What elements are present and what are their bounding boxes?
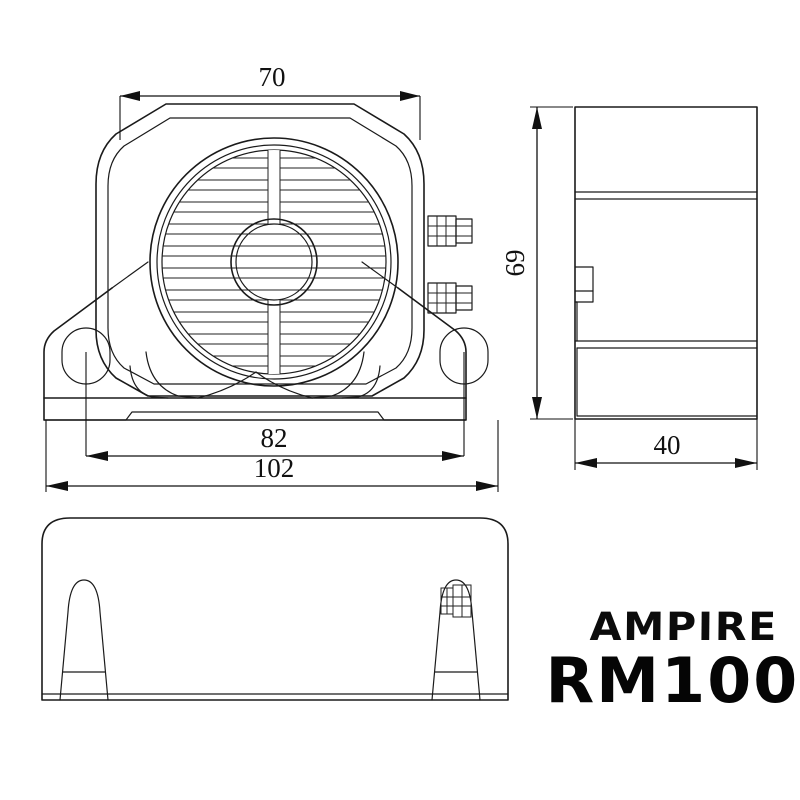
dimension-depth-40: 40 xyxy=(574,419,758,470)
front-view xyxy=(43,103,489,456)
front-view-housing-inner-rim xyxy=(107,117,413,385)
front-view-terminal-post-upper xyxy=(427,215,473,247)
side-view-flange-notch xyxy=(574,266,594,342)
model-name: RM100 xyxy=(545,644,800,718)
dimension-width-82: 82 xyxy=(86,423,464,461)
front-view-grille-center-rib xyxy=(267,150,281,374)
front-view-left-foot xyxy=(43,261,149,399)
front-view-shoulder-fillets xyxy=(129,351,381,399)
dimension-label-82: 82 xyxy=(261,423,288,453)
front-view-right-foot xyxy=(361,261,467,399)
front-view-grille-slats xyxy=(162,150,386,374)
front-view-base-plate xyxy=(43,397,467,421)
front-view-center-dome xyxy=(230,218,318,306)
dimension-label-69: 69 xyxy=(500,250,530,277)
dimension-width-102: 102 xyxy=(45,420,499,492)
bottom-view xyxy=(41,517,509,701)
side-view xyxy=(574,106,758,420)
brand-name: AMPIRE xyxy=(589,605,779,651)
dimension-label-70: 70 xyxy=(259,62,286,92)
brand-logo-block: AMPIRE RM100 xyxy=(545,605,797,712)
bottom-view-right-rib xyxy=(431,579,481,701)
dimension-label-40: 40 xyxy=(654,430,681,460)
dimension-height-69: 69 xyxy=(500,106,573,420)
dimension-label-102: 102 xyxy=(254,453,295,483)
bottom-view-left-rib xyxy=(59,579,109,701)
front-view-housing-outer xyxy=(95,103,425,397)
bottom-view-terminal-detail xyxy=(440,584,472,618)
dimension-width-70: 70 xyxy=(119,62,421,140)
front-view-terminal-post-lower xyxy=(427,282,473,314)
